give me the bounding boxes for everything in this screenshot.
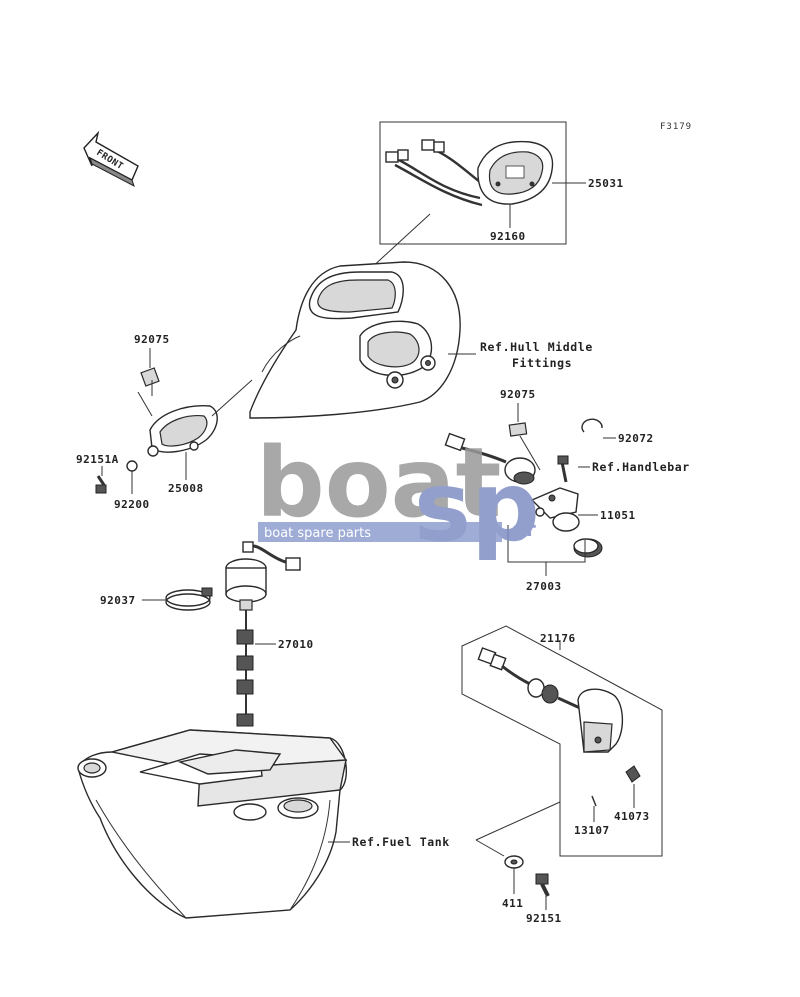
watermark: boat sp .gr boat spare parts [256, 427, 540, 563]
label-92151: 92151 [526, 912, 562, 925]
watermark-word1: boat [256, 427, 501, 539]
hose-clamp-92037 [165, 587, 213, 611]
meter-assembly [385, 139, 554, 207]
label-27010: 27010 [278, 638, 314, 651]
label-25031: 25031 [588, 177, 624, 190]
fuel-sender-assembly [225, 541, 301, 727]
label-25008: 25008 [168, 482, 204, 495]
label-92075-left: 92075 [134, 333, 170, 346]
pad-92075 [508, 422, 528, 437]
ref-handlebar: Ref.Handlebar [592, 460, 690, 474]
clip-92072 [581, 418, 603, 433]
label-41073: 41073 [614, 810, 650, 823]
front-arrow-icon: FRONT [83, 130, 139, 188]
label-13107: 13107 [574, 824, 610, 837]
bolt-92151A [95, 475, 107, 494]
label-21176: 21176 [540, 632, 576, 645]
holder-assembly [137, 367, 218, 457]
watermark-band [258, 522, 502, 542]
label-92037: 92037 [100, 594, 136, 607]
bolt-92151 [535, 873, 550, 897]
switch-assembly [444, 432, 603, 558]
label-92151A: 92151A [76, 453, 119, 466]
clip-41073 [625, 765, 641, 783]
ref-hull-line2: Fittings [512, 356, 572, 370]
label-27003: 27003 [526, 580, 562, 593]
washer-92200 [126, 460, 138, 472]
watermark-tagline: boat spare parts [264, 526, 371, 541]
watermark-suffix: .gr [504, 517, 536, 541]
label-92200: 92200 [114, 498, 150, 511]
label-92075-right: 92075 [500, 388, 536, 401]
throttle-group-box [461, 625, 663, 857]
washer-411 [504, 855, 524, 869]
label-92160: 92160 [490, 230, 526, 243]
ref-fuel-tank: Ref.Fuel Tank [352, 835, 450, 849]
label-92072: 92072 [618, 432, 654, 445]
watermark-word2: sp [414, 451, 540, 563]
fuel-tank [77, 729, 348, 919]
label-11051: 11051 [600, 509, 636, 522]
pin-13107 [591, 795, 597, 807]
hull-middle-fittings [249, 261, 461, 419]
figure-code: F3179 [660, 122, 692, 132]
label-411: 411 [502, 897, 523, 910]
throttle-assembly [477, 647, 623, 753]
ref-hull-line1: Ref.Hull Middle [480, 340, 593, 354]
